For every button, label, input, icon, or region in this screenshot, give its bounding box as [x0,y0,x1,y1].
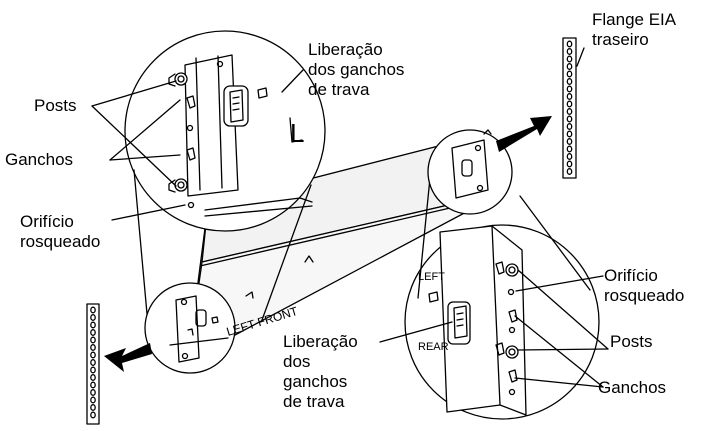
label-hooks-left: Ganchos [5,150,74,169]
label-flange-rear: Flange EIA traseiro [592,10,677,49]
rear-flange-hole [566,115,573,123]
rear-flange-hole [566,63,573,70]
rear-flange-hole [566,168,573,175]
rear-flange-hole [566,85,573,93]
front-flange-hole [90,411,96,419]
front-eia-flange [86,303,100,425]
callout-circle-right-zoom [404,177,600,420]
rear-flange-hole [566,160,573,168]
rear-flange-hole [566,55,573,63]
label-posts-left: Posts [34,96,77,115]
rear-flange-hole [566,145,573,153]
front-flange-hole [90,366,96,374]
bracket-rear-marking: REAR [418,341,449,353]
front-flange-hole [90,344,96,351]
label-threaded-left: Orifício rosqueado [20,212,101,251]
rear-flange-hole [566,78,573,85]
label-release-top: Liberação dos ganchos de trava [308,40,405,99]
rear-flange-hole [566,48,573,55]
front-flange-hole [90,396,96,404]
leader-lines [91,47,609,388]
rear-end-small-circle [427,129,513,215]
front-flange-hole [90,374,96,381]
front-flange-hole [90,336,96,344]
label-posts-right: Posts [610,332,653,351]
rear-flange-hole [566,108,573,115]
rear-flange-hole [566,123,573,130]
front-flange-hole [90,321,96,329]
front-end-small-circle [144,282,236,374]
arrow-rear [496,116,552,152]
rear-eia-flange [562,37,577,179]
rear-flange-hole [566,93,573,100]
rear-flange-hole [566,70,573,78]
rear-flange-hole [566,153,573,160]
rear-flange-hole [566,40,573,48]
rear-flange-hole [566,138,573,145]
label-threaded-right: Orifício rosqueado [604,266,685,305]
front-flange-hole [90,389,96,396]
front-flange-hole [90,314,96,321]
front-flange-hole [90,329,96,336]
label-release-bottom: Liberação dos ganchos de trava [283,332,358,411]
front-flange-hole [90,404,96,411]
direction-arrows [104,116,552,372]
label-hooks-right: Ganchos [598,378,667,397]
rear-flange-hole [566,100,573,108]
side-mark-l: L [290,118,304,148]
rear-flange-hole [566,130,573,138]
front-flange-hole [90,381,96,389]
arrow-front [104,343,152,372]
bracket-left-marking: LEFT [418,271,445,283]
front-flange-hole [90,306,96,314]
front-flange-hole [90,359,96,366]
front-flange-hole [90,351,96,359]
